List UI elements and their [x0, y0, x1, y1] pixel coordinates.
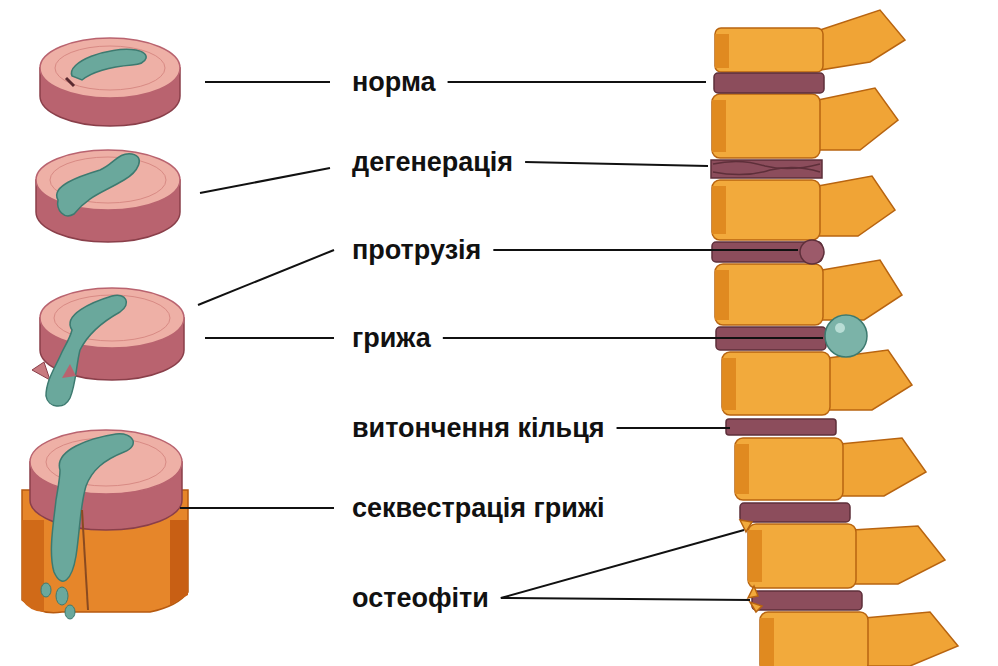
drawing-part — [711, 160, 822, 178]
leader-line — [448, 81, 706, 83]
drawing-part — [170, 520, 188, 605]
stage-label: грижа — [352, 322, 431, 354]
leader-line — [525, 162, 708, 166]
drawing-part — [712, 100, 726, 152]
leader-lines-left — [180, 82, 334, 508]
drawing-part — [820, 10, 905, 70]
drawing-part — [760, 618, 774, 666]
stage-label: секвестрація грижі — [352, 492, 605, 524]
drawing-part — [735, 438, 843, 500]
drawing-part — [852, 526, 945, 584]
drawing-part — [722, 358, 736, 410]
stage-label: витончення кільця — [352, 412, 605, 444]
drawing-part — [40, 38, 180, 98]
drawing-part — [715, 28, 823, 72]
disc-protrusion — [32, 288, 184, 406]
drawing-part — [722, 352, 830, 415]
drawing-part — [32, 362, 50, 380]
drawing-part — [825, 315, 867, 357]
drawing-part — [726, 419, 836, 435]
drawing-part — [71, 49, 146, 80]
stage-label: протрузія — [352, 234, 481, 266]
drawing-part — [712, 186, 726, 234]
drawing-part — [57, 154, 140, 216]
drawing-part — [198, 250, 334, 305]
drawing-part — [205, 81, 330, 83]
drawing-part — [818, 176, 895, 236]
drawing-part — [65, 605, 75, 619]
drawing-part — [200, 168, 330, 193]
drawing-part — [748, 586, 758, 598]
drawing-part — [41, 583, 51, 597]
drawing-part — [818, 88, 898, 150]
drawing-part — [735, 444, 749, 494]
drawing-part — [840, 438, 926, 496]
leader-line — [501, 598, 750, 600]
drawing-part — [752, 591, 862, 610]
drawing-part — [828, 350, 912, 410]
drawing-part — [715, 34, 729, 68]
drawing-part — [714, 73, 824, 93]
drawing-part — [835, 323, 845, 333]
disc-sequestration — [22, 430, 188, 619]
disc-normal — [40, 38, 180, 126]
drawing-part — [56, 587, 68, 605]
stage-label: остеофіти — [352, 582, 489, 614]
drawing-part — [760, 612, 868, 666]
drawing-part — [180, 507, 334, 509]
drawing-part — [740, 503, 850, 522]
drawing-part — [864, 612, 958, 666]
drawing-part — [748, 524, 856, 588]
drawing-part — [55, 46, 165, 90]
drawing-part — [713, 161, 820, 168]
leader-line — [443, 337, 823, 339]
drawing-part — [46, 295, 126, 406]
drawing-part — [712, 180, 820, 240]
disc-degeneration — [36, 150, 180, 242]
drawing-part — [66, 78, 74, 86]
stage-label: дегенерація — [352, 146, 513, 178]
leader-line — [501, 530, 744, 598]
stage-label: норма — [352, 66, 436, 98]
drawing-part — [740, 520, 762, 612]
drawing-part — [712, 94, 820, 158]
leader-line — [617, 427, 730, 429]
drawing-part — [750, 602, 762, 612]
drawing-part — [748, 530, 762, 582]
drawing-part — [800, 240, 824, 264]
drawing-part — [715, 270, 729, 320]
drawing-part — [822, 260, 902, 320]
drawing-part — [82, 510, 88, 610]
drawing-part — [715, 264, 823, 325]
drawing-part — [205, 337, 334, 339]
drawing-part — [22, 520, 44, 612]
drawing-part — [713, 167, 820, 174]
drawing-part — [51, 434, 133, 581]
drawing-part — [712, 28, 868, 666]
drawing-part — [62, 364, 76, 378]
leader-line — [493, 249, 798, 251]
